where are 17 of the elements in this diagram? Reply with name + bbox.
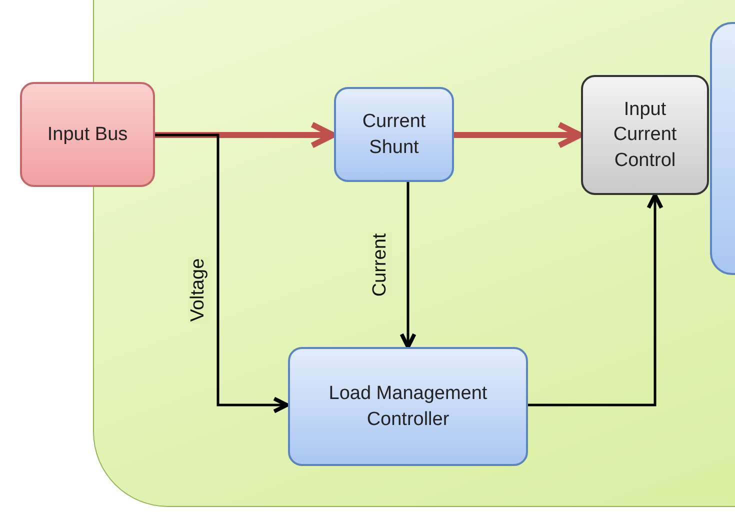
arrow bbox=[527, 193, 664, 406]
box-label: Input Current Control bbox=[612, 98, 678, 173]
box-label: Load Management Controller bbox=[328, 382, 488, 432]
process-box bbox=[710, 22, 735, 275]
arrow bbox=[453, 122, 583, 148]
box-label: Input Bus bbox=[46, 122, 129, 147]
panel-background bbox=[93, 0, 735, 507]
process-box bbox=[288, 347, 528, 466]
box-label: Current Shunt bbox=[361, 110, 427, 160]
arrow bbox=[400, 182, 416, 349]
edge-label: Voltage bbox=[187, 256, 210, 324]
process-box bbox=[334, 87, 454, 182]
process-box bbox=[581, 75, 709, 195]
arrow bbox=[155, 122, 336, 148]
arrow bbox=[155, 134, 289, 414]
edge-label: Current bbox=[369, 231, 392, 299]
process-box bbox=[20, 82, 155, 187]
